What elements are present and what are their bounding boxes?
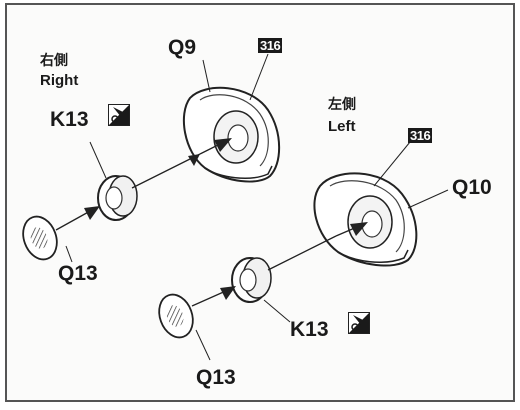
label-q9: Q9 [168,36,197,59]
paint-code-badge: 316 [258,38,283,53]
label-k13-right: K13 [50,108,89,131]
leader-line [263,299,291,323]
k13-right-bulb [97,175,138,221]
label-q13-right: Q13 [58,262,98,285]
label-right-jp: 右側 [40,52,68,68]
q13-left-lens [158,293,194,339]
leader-line [195,329,211,361]
assembly-arrow [191,286,236,307]
leader-line [407,189,449,209]
assembly-arrow [267,222,368,271]
leader-line [202,59,211,93]
assembly-arrow [131,138,232,189]
label-left-en: Left [328,118,356,135]
q13-right-lens [22,215,58,261]
label-right-en: Right [40,72,79,89]
assembly-arrow [55,206,100,231]
leader-line [373,141,411,187]
leader-line [65,245,73,263]
label-k13-left: K13 [290,318,329,341]
leader-line [89,141,107,179]
leader-line [249,53,269,101]
k13-left-bulb [231,257,272,303]
plastic-cement-icon [108,104,130,126]
q9-housing [182,86,281,183]
label-q13-left: Q13 [196,366,236,389]
diagram-frame [5,3,515,402]
label-left-jp: 左側 [328,96,356,112]
plastic-cement-icon [348,312,370,334]
paint-code-badge: 316 [408,128,433,143]
label-q10: Q10 [452,176,492,199]
q10-housing [313,172,418,267]
